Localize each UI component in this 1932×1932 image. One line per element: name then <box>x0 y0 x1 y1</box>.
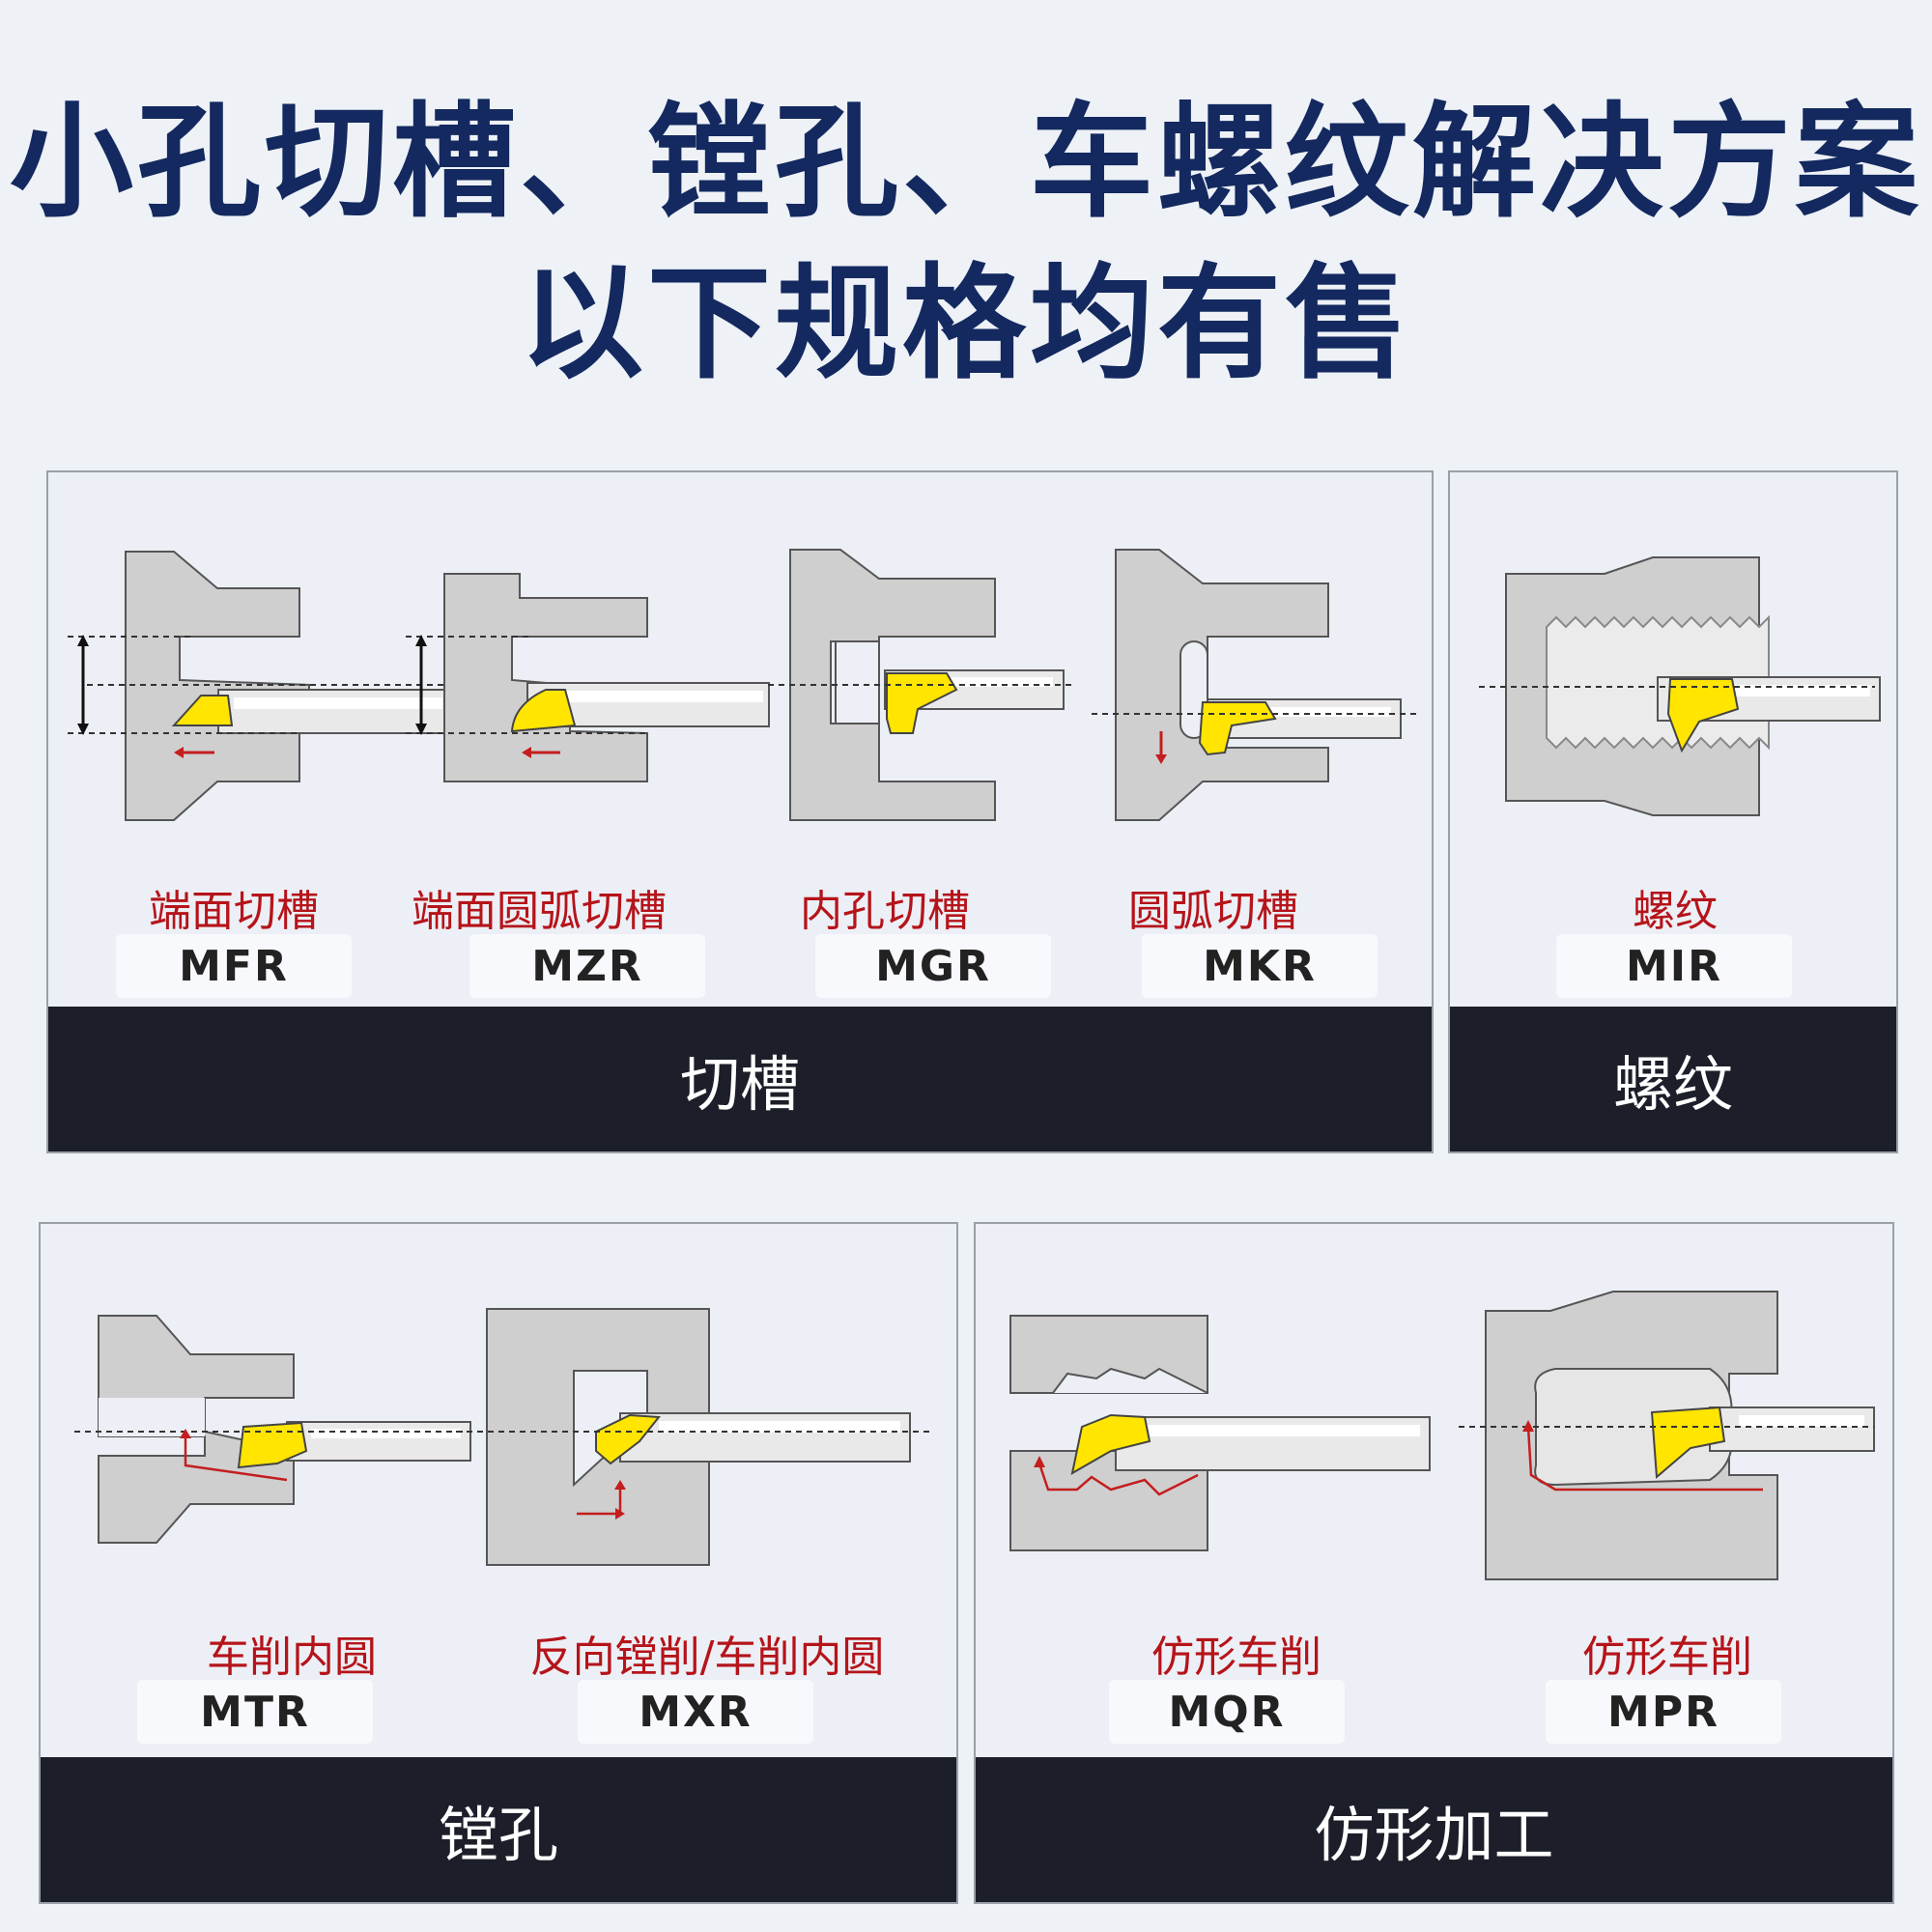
boring-diagrams <box>74 1308 929 1566</box>
code-badge-mir: MIR <box>1556 934 1792 998</box>
code-badge-mfr: MFR <box>116 934 352 998</box>
profiling-diagrams <box>1009 1291 1875 1580</box>
item-label-mzr: 端面圆弧切槽 <box>412 887 667 936</box>
footer-grooving: 切槽 <box>48 1007 1432 1151</box>
item-label-mtr: 车削内圆 <box>207 1633 377 1682</box>
page-subtitle: 以下规格均有售 <box>519 252 1412 396</box>
page-title: 小孔切槽、镗孔、车螺纹解决方案 <box>9 91 1922 235</box>
mfr-diagram <box>68 549 1420 821</box>
item-label-mir: 螺纹 <box>1633 887 1718 936</box>
code-badge-mqr: MQR <box>1109 1680 1345 1744</box>
item-label-mxr: 反向镗削/车削内圆 <box>529 1633 885 1682</box>
footer-boring: 镗孔 <box>41 1757 956 1902</box>
code-badge-mkr: MKR <box>1142 934 1378 998</box>
code-badge-mtr: MTR <box>137 1680 373 1744</box>
code-badge-mzr: MZR <box>469 934 705 998</box>
panel-threading: 螺纹 MIR 螺纹 <box>1448 470 1898 1153</box>
code-badge-mpr: MPR <box>1546 1680 1781 1744</box>
item-label-mqr: 仿形车削 <box>1151 1633 1321 1682</box>
item-label-mgr: 内孔切槽 <box>800 887 970 936</box>
item-label-mfr: 端面切槽 <box>149 887 319 936</box>
panel-boring: 车削内圆 MTR 反向镗削/车削内圆 MXR 镗孔 <box>39 1222 958 1904</box>
footer-threading: 螺纹 <box>1450 1007 1896 1151</box>
code-badge-mxr: MXR <box>578 1680 813 1744</box>
item-label-mpr: 仿形车削 <box>1582 1633 1752 1682</box>
panel-grooving: 端面切槽 MFR 端面圆弧切槽 MZR 内孔切槽 MGR 圆弧切槽 MKR 切槽 <box>46 470 1434 1153</box>
footer-profiling: 仿形加工 <box>976 1757 1892 1902</box>
mir-diagram <box>1479 556 1881 816</box>
item-label-mkr: 圆弧切槽 <box>1128 887 1298 936</box>
panel-profiling: 仿形车削 MQR 仿形车削 MPR 仿形加工 <box>974 1222 1894 1904</box>
code-badge-mgr: MGR <box>815 934 1051 998</box>
